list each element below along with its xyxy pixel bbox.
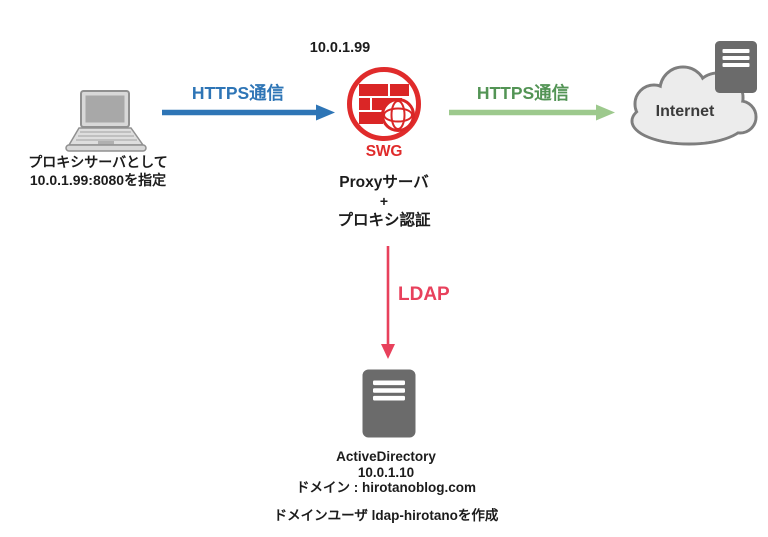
ad-caption-line3: ドメイン : hirotanoblog.com: [296, 480, 476, 495]
laptop-icon: [58, 90, 150, 154]
ldap-arrow-label: LDAP: [398, 284, 450, 305]
swg-to-internet-arrow: [449, 104, 615, 121]
client-caption-line1: プロキシサーバとして: [28, 154, 168, 170]
internet-cloud-icon: [621, 63, 761, 147]
swg-ip-label: 10.0.1.99: [309, 40, 371, 56]
swg-caption: Proxyサーバ + プロキシ認証: [309, 173, 459, 230]
internet-server-icon: [714, 40, 758, 94]
client-caption: プロキシサーバとして 10.0.1.99:8080を指定: [6, 153, 190, 189]
swg-badge: SWG: [365, 143, 403, 160]
ad-caption-line2: 10.0.1.10: [357, 464, 415, 480]
swg-caption-plus: +: [379, 193, 389, 209]
ad-caption: ActiveDirectory 10.0.1.10 ドメイン : hirotan…: [266, 449, 506, 496]
swg-to-ad-arrow: [377, 246, 399, 359]
client-to-swg-arrow: [162, 104, 335, 121]
client-caption-line2: 10.0.1.99:8080を指定: [29, 172, 167, 188]
swg-firewall-icon: [345, 65, 423, 143]
swg-caption-line3: プロキシ認証: [337, 212, 431, 229]
swg-caption-line1: Proxyサーバ: [339, 174, 429, 191]
ad-server-icon: [361, 368, 417, 439]
ad-caption-line1: ActiveDirectory: [336, 449, 436, 464]
internet-label: Internet: [655, 103, 715, 120]
swg-to-internet-arrow-label: HTTPS通信: [476, 83, 570, 103]
footnote: ドメインユーザ ldap-hirotanoを作成: [273, 508, 499, 523]
client-to-swg-arrow-label: HTTPS通信: [191, 83, 285, 103]
